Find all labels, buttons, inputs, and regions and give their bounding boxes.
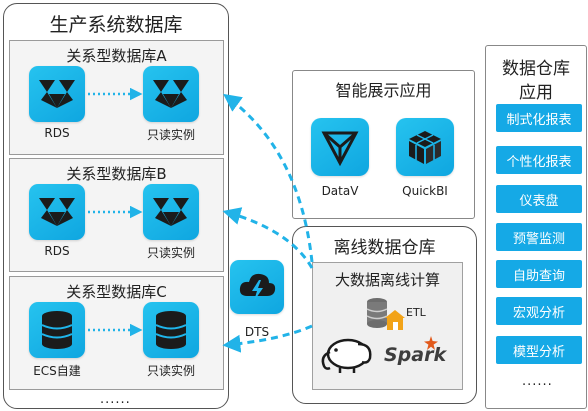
quickbi-icon	[396, 118, 454, 176]
warehouse-apps-more: ......	[522, 374, 553, 389]
readonly-label-c: 只读实例	[146, 364, 195, 378]
datav-label: DataV	[321, 184, 359, 198]
hadoop-elephant-icon	[318, 334, 378, 374]
readonly-label-a: 只读实例	[146, 128, 195, 142]
production-more: ......	[100, 392, 131, 407]
spark-label: Spark	[384, 344, 447, 366]
datav-icon	[311, 118, 369, 176]
rds-icon	[29, 66, 85, 122]
readonly-label-b: 只读实例	[146, 246, 195, 260]
rds-icon	[29, 184, 85, 240]
warehouse-apps-title-line2: 应用	[519, 83, 553, 103]
readonly-instance-icon	[143, 184, 199, 240]
database-group-c-title: 关系型数据库C	[66, 283, 167, 301]
spark-logo: Spark	[384, 336, 454, 370]
dts-label: DTS	[244, 325, 270, 339]
database-group-a-title: 关系型数据库A	[66, 47, 167, 65]
app-fixed-report-button[interactable]: 制式化报表	[496, 104, 582, 132]
rds-label-a: RDS	[44, 126, 70, 140]
offline-compute-title: 大数据离线计算	[334, 271, 440, 289]
app-custom-report-button[interactable]: 个性化报表	[496, 146, 582, 174]
app-dashboard-button[interactable]: 仪表盘	[496, 185, 582, 213]
app-model-analysis-button[interactable]: 模型分析	[496, 336, 582, 364]
readonly-instance-icon	[143, 66, 199, 122]
quickbi-label: QuickBI	[402, 184, 448, 198]
database-cylinder-icon	[29, 302, 85, 358]
app-self-query-button[interactable]: 自助查询	[496, 260, 582, 288]
database-group-b-title: 关系型数据库B	[66, 165, 167, 183]
smart-display-title: 智能展示应用	[335, 81, 432, 100]
app-macro-analysis-button[interactable]: 宏观分析	[496, 297, 582, 325]
database-cylinder-icon	[143, 302, 199, 358]
app-alert-monitor-button[interactable]: 预警监测	[496, 223, 582, 251]
ecs-label: ECS自建	[33, 364, 81, 378]
production-panel-title: 生产系统数据库	[49, 14, 183, 36]
offline-warehouse-title: 离线数据仓库	[333, 238, 436, 258]
warehouse-apps-title-line1: 数据仓库	[502, 59, 570, 79]
etl-label: ETL	[406, 306, 426, 319]
rds-label-b: RDS	[44, 244, 70, 258]
etl-icon	[365, 296, 425, 336]
dts-icon	[230, 260, 284, 314]
